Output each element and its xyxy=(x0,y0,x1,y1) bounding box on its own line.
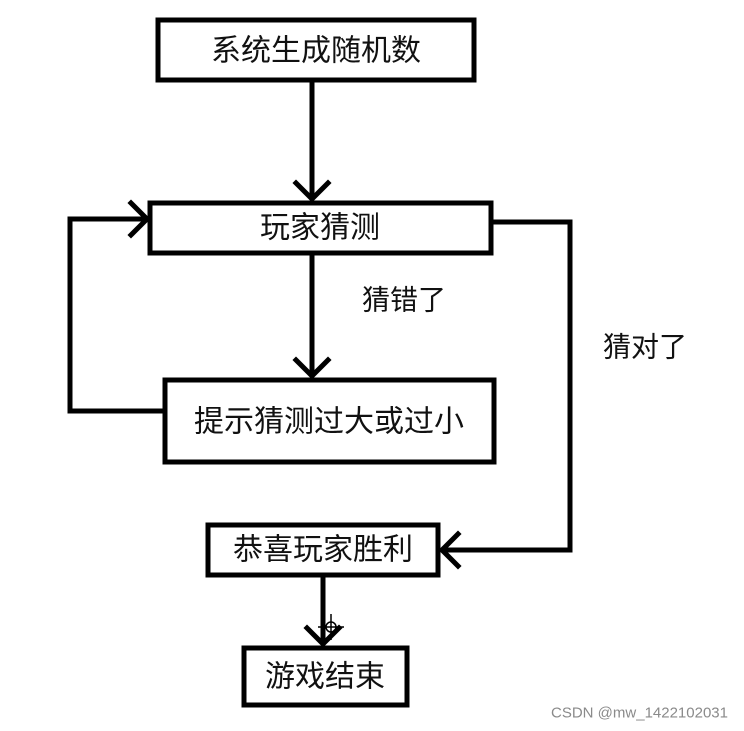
edge-hint-to-guess-line xyxy=(67,216,165,414)
node-win-box xyxy=(205,522,441,578)
node-generate-box xyxy=(155,17,477,83)
node-guess: 玩家猜测 xyxy=(147,200,494,256)
node-win: 恭喜玩家胜利 xyxy=(205,522,441,578)
edge-guess-to-hint: 猜错了 xyxy=(292,253,446,380)
arrow-left-icon xyxy=(438,530,462,570)
edge-wrong-label: 猜错了 xyxy=(362,284,446,317)
edge-guess-to-win: 猜对了 xyxy=(438,219,687,570)
node-hint-label: 提示猜测过大或过小 xyxy=(194,405,464,440)
node-end-box xyxy=(241,645,410,708)
node-hint-box xyxy=(162,377,497,465)
edge-right-label: 猜对了 xyxy=(603,331,687,364)
arrow-down-icon xyxy=(292,179,332,203)
node-generate-label: 系统生成随机数 xyxy=(211,34,421,69)
edge-guess-to-win-line xyxy=(442,219,573,553)
node-guess-label: 玩家猜测 xyxy=(260,211,380,246)
node-generate: 系统生成随机数 xyxy=(155,17,477,83)
edge-hint-to-guess xyxy=(67,199,165,414)
node-win-label: 恭喜玩家胜利 xyxy=(233,533,413,568)
node-end: 游戏结束 xyxy=(241,645,410,708)
edge-generate-to-guess xyxy=(292,80,332,203)
arrow-right-icon xyxy=(127,199,151,239)
arrow-down-icon xyxy=(303,624,343,648)
crosshair-cursor-icon xyxy=(318,614,344,640)
node-end-label: 游戏结束 xyxy=(265,660,385,695)
watermark-text: CSDN @mw_1422102031 xyxy=(551,705,728,722)
node-hint: 提示猜测过大或过小 xyxy=(162,377,497,465)
edge-win-to-end xyxy=(303,575,343,648)
node-guess-box xyxy=(147,200,494,256)
arrow-down-icon xyxy=(292,356,332,380)
